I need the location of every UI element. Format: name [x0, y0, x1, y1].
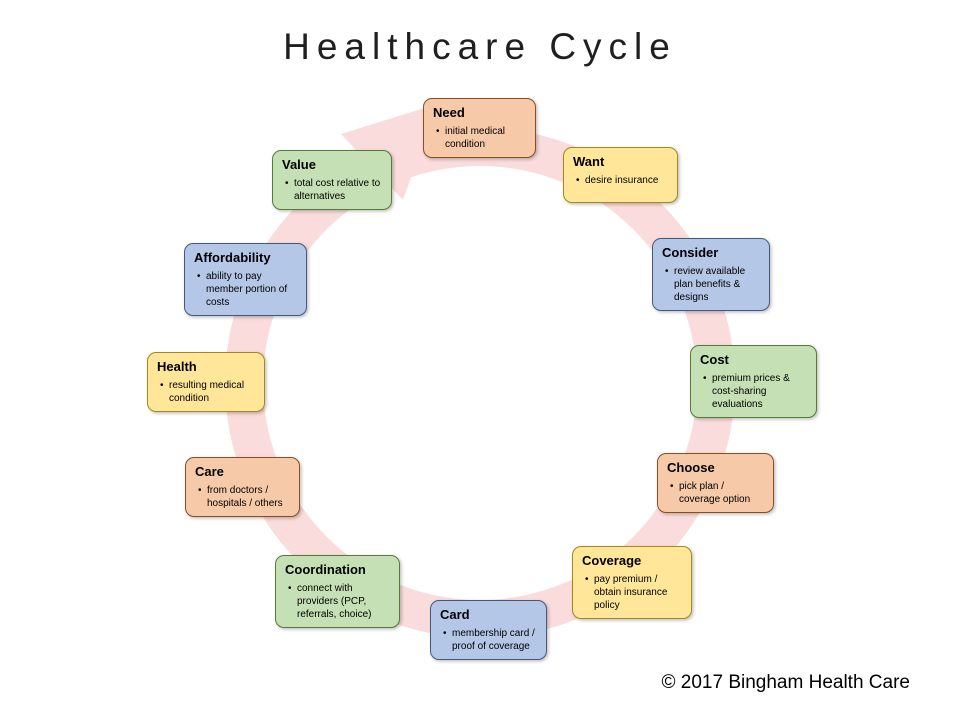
node-bullet: membership card / proof of coverage — [440, 627, 538, 653]
page-title: Healthcare Cycle — [283, 26, 677, 67]
node-title: Coordination — [285, 562, 366, 577]
node-title: Health — [157, 359, 197, 374]
node-title: Cost — [700, 352, 729, 367]
cycle-node-coordination: Coordination connect with providers (PCP… — [275, 555, 400, 628]
node-bullet: from doctors / hospitals / others — [195, 484, 291, 510]
cycle-node-need: Need initial medical condition — [423, 98, 536, 158]
cycle-node-card: Card membership card / proof of coverage — [430, 600, 547, 660]
node-bullet: pick plan / coverage option — [667, 480, 765, 506]
node-bullet: desire insurance — [573, 174, 669, 187]
node-bullet: connect with providers (PCP, referrals, … — [285, 582, 391, 621]
cycle-node-consider: Consider review available plan benefits … — [652, 238, 770, 311]
node-title: Need — [433, 105, 465, 120]
cycle-node-value: Value total cost relative to alternative… — [272, 150, 392, 210]
cycle-node-affordability: Affordability ability to pay member port… — [184, 243, 307, 316]
node-bullet: ability to pay member portion of costs — [194, 270, 298, 309]
node-title: Card — [440, 607, 470, 622]
node-bullet: initial medical condition — [433, 125, 527, 151]
cycle-node-health: Health resulting medical condition — [147, 352, 265, 412]
node-title: Coverage — [582, 553, 642, 568]
cycle-node-choose: Choose pick plan / coverage option — [657, 453, 774, 513]
node-bullet: premium prices & cost-sharing evaluation… — [700, 372, 808, 411]
copyright-text: © 2017 Bingham Health Care — [661, 672, 910, 693]
node-bullet: review available plan benefits & designs — [662, 265, 761, 304]
cycle-node-coverage: Coverage pay premium / obtain insurance … — [572, 546, 692, 619]
node-title: Affordability — [194, 250, 271, 265]
node-bullet: pay premium / obtain insurance policy — [582, 573, 683, 612]
node-title: Consider — [662, 245, 719, 260]
cycle-node-care: Care from doctors / hospitals / others — [185, 457, 300, 517]
cycle-node-cost: Cost premium prices & cost-sharing evalu… — [690, 345, 817, 418]
cycle-node-want: Want desire insurance — [563, 147, 678, 203]
node-title: Value — [282, 157, 316, 172]
node-title: Care — [195, 464, 224, 479]
node-title: Choose — [667, 460, 715, 475]
node-bullet: total cost relative to alternatives — [282, 177, 383, 203]
node-bullet: resulting medical condition — [157, 379, 256, 405]
node-title: Want — [573, 154, 605, 169]
